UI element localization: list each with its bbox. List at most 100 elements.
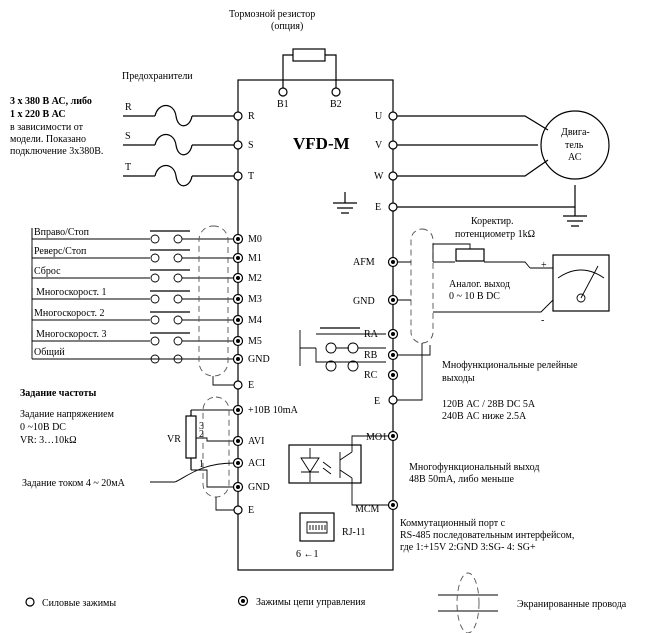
legend-control-icon <box>237 595 249 607</box>
freq-v2: 0 ~10В DC <box>20 422 66 433</box>
e-term-label: E <box>248 380 254 391</box>
vr-potentiometer <box>185 415 197 459</box>
switch-label: Многоскорост. 1 <box>36 287 106 298</box>
mfo-line1: Многофункциональный выход <box>409 462 539 473</box>
rc-label: RC <box>364 370 378 381</box>
afm-gnd-label: GND <box>353 296 375 307</box>
e-terminal <box>388 202 398 212</box>
relay-line1: Мнофункциональные релейные <box>442 360 578 371</box>
vfd-title: VFD-M <box>293 134 350 153</box>
supply-line5: подключение 3x380В. <box>10 146 103 157</box>
aci-terminal <box>232 457 244 469</box>
m2-terminal <box>232 272 244 284</box>
gnd2-terminal <box>232 481 244 493</box>
t-term-label: T <box>248 171 254 182</box>
m2-term-label: M2 <box>248 273 262 284</box>
freq-current-label: Задание током 4 ~ 20мА <box>22 478 126 489</box>
avi-term-label: AVI <box>248 436 264 447</box>
fuse-lines: R S T <box>123 102 238 187</box>
switch-label: Реверс/Стоп <box>34 246 87 257</box>
legend-power-icon <box>25 597 35 607</box>
analog-minus: - <box>541 315 544 326</box>
rj11-label: RJ-11 <box>342 527 366 538</box>
t-terminal <box>233 171 243 181</box>
switch-label: Многоскорост. 3 <box>36 329 106 340</box>
e2-right-terminal <box>388 395 398 405</box>
m4-term-label: M4 <box>248 315 262 326</box>
relay-line4: 240В АС ниже 2.5А <box>442 411 527 422</box>
motor <box>540 110 610 180</box>
e2-term-label: E <box>248 505 254 516</box>
s-term-label: S <box>248 140 254 151</box>
motor-line3: АС <box>568 152 582 163</box>
freq-heading: Задание частоты <box>20 388 96 399</box>
u-terminal <box>388 111 398 121</box>
switch-rows: Вправо/СтопРеверс/СтопСбросМногоскорост.… <box>31 227 234 364</box>
afm-pot-line2: потенциометр 1kΩ <box>455 229 535 240</box>
legend-control-label: Зажимы цепи управления <box>256 597 366 608</box>
u-term-label: U <box>375 111 383 122</box>
switch-label: Вправо/Стоп <box>34 227 90 238</box>
m3-terminal <box>232 293 244 305</box>
m5-term-label: M5 <box>248 336 262 347</box>
e2-right-label: E <box>374 396 380 407</box>
mfo-line2: 48В 50mA, либо меньше <box>409 474 514 485</box>
afm-label: AFM <box>353 257 375 268</box>
afm-potentiometer <box>455 248 485 262</box>
analog-out-line1: Аналог. выход <box>449 279 510 290</box>
mcm-label: MCM <box>355 504 380 515</box>
relay-line3: 120В АС / 28В DC 5A <box>442 399 536 410</box>
m1-terminal <box>232 252 244 264</box>
m0-terminal <box>232 233 244 245</box>
gnd-terminal <box>232 353 244 365</box>
switch-label: Многоскорост. 2 <box>34 308 104 319</box>
motor-line1: Двига- <box>561 127 590 138</box>
r-term-label: R <box>248 111 255 122</box>
switch-row: Общий <box>32 347 234 364</box>
mo1-terminal <box>387 430 399 442</box>
comm-line3: где 1:+15V 2:GND 3:SG- 4: SG+ <box>400 542 536 553</box>
rb-label: RB <box>364 350 378 361</box>
supply-line1: 3 x 380 В АС, либо <box>10 96 92 107</box>
afm-gnd-terminal <box>387 294 399 306</box>
pot-pin2: 2 <box>199 429 204 440</box>
legend-shield-label: Экранированные провода <box>517 599 627 610</box>
r-terminal <box>233 111 243 121</box>
avi-terminal <box>232 435 244 447</box>
relay-contacts <box>299 327 386 372</box>
v-terminal <box>388 140 398 150</box>
pot-pin3: 3 <box>199 421 204 432</box>
rj11-pins: 6 ←1 <box>296 549 319 560</box>
legend-power-label: Силовые зажимы <box>42 598 116 609</box>
gnd-term-label: GND <box>248 354 270 365</box>
supply-line4: модели. Показано <box>10 134 86 145</box>
comm-line1: Коммутационный порт с <box>400 518 506 529</box>
fuses-label: Предохранители <box>122 71 193 82</box>
b1-label: B1 <box>277 99 289 110</box>
m0-term-label: M0 <box>248 234 262 245</box>
brake-sub: (опция) <box>271 21 303 32</box>
switch-row: Многоскорост. 1 <box>31 287 234 304</box>
switch-row: Многоскорост. 2 <box>31 308 234 325</box>
optocoupler <box>288 444 362 484</box>
analog-plus: + <box>541 260 547 271</box>
rb-terminal <box>387 349 399 361</box>
rc-terminal <box>387 369 399 381</box>
switch-label: Сброс <box>34 266 61 277</box>
comm-line2: RS-485 последовательным интерфейсом, <box>400 530 574 541</box>
e-terminal <box>233 380 243 390</box>
switch-row: Многоскорост. 3 <box>31 329 234 346</box>
switch-label: Общий <box>34 347 65 358</box>
m5-terminal <box>232 335 244 347</box>
rj11-connector <box>299 512 335 542</box>
m4-terminal <box>232 314 244 326</box>
brake-resistor <box>292 48 326 62</box>
v10-term-label: +10В 10mA <box>248 405 299 416</box>
vr-label: VR <box>167 434 181 445</box>
mcm-terminal <box>387 499 399 511</box>
m1-term-label: M1 <box>248 253 262 264</box>
relay-line2: выходы <box>442 373 475 384</box>
b2-label: B2 <box>330 99 342 110</box>
voltmeter <box>552 254 610 312</box>
